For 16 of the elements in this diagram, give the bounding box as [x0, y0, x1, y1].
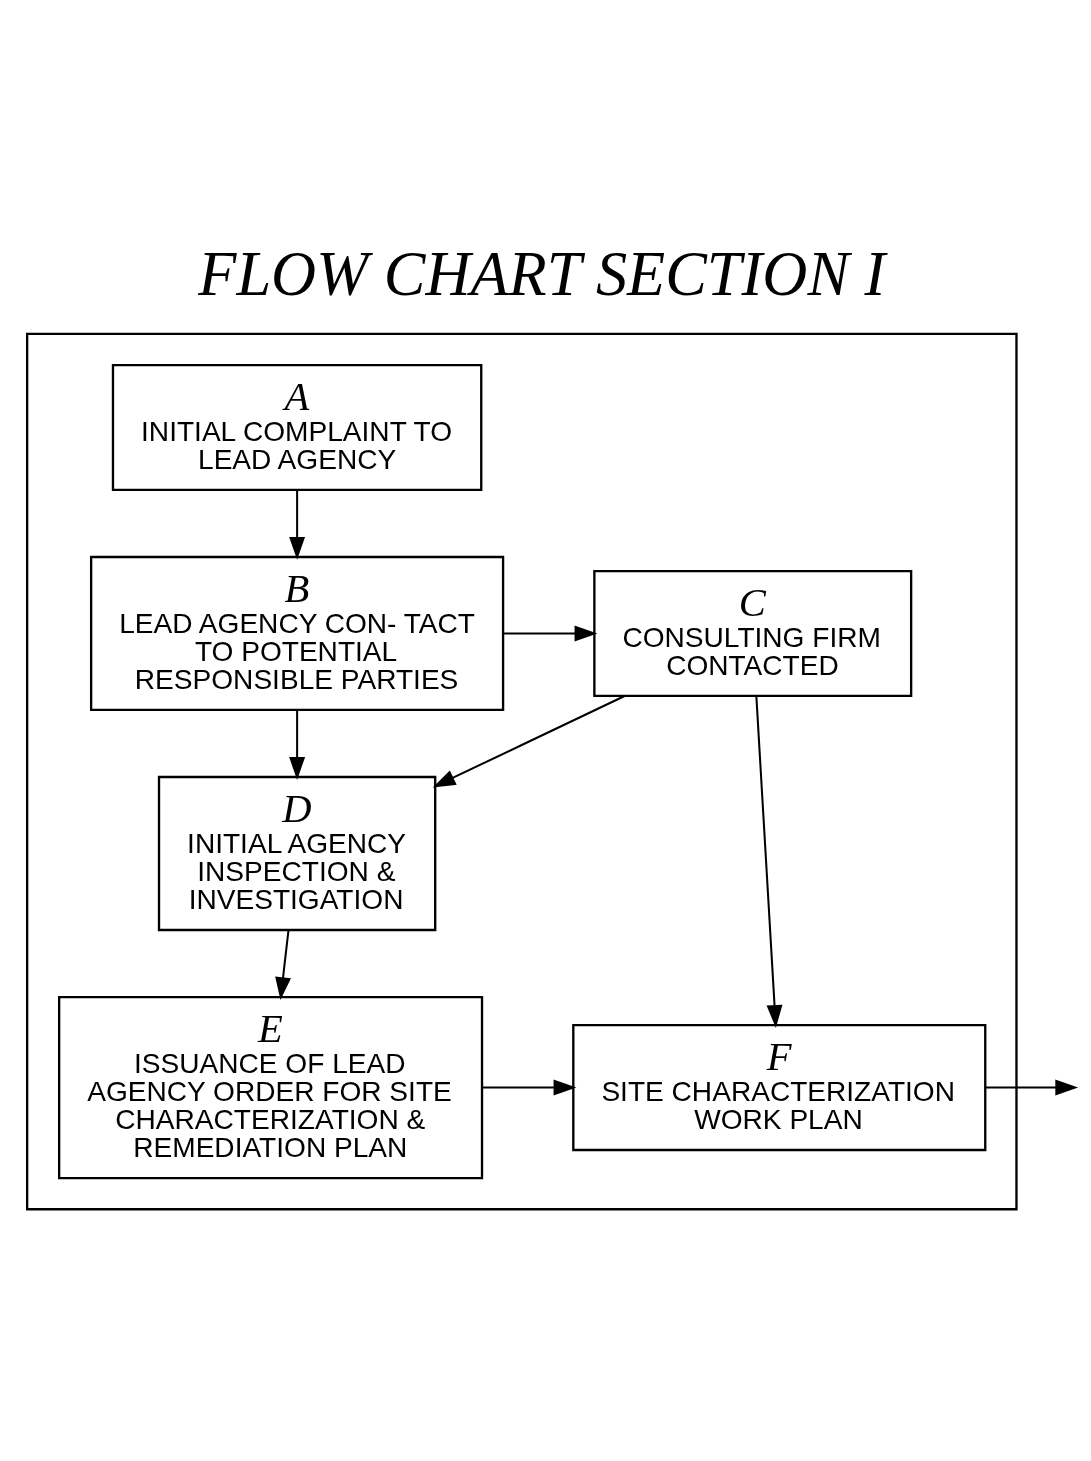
- arrow: [432, 694, 626, 787]
- diagram-title: FLOW CHART SECTION I: [198, 238, 886, 308]
- arrow: [482, 1079, 577, 1096]
- node-box: E ISSUANCE OF LEAD AGENCY ORDER FOR SITE CHARACTERIZATION & REMEDIATION PLAN: [57, 995, 484, 1179]
- node-box: D INITIAL AGENCY INSPECTION & INVESTIGATION: [157, 775, 437, 931]
- arrow: [289, 709, 306, 780]
- arrow: [985, 1079, 1079, 1096]
- node-box: C CONSULTING FIRM CONTACTED: [593, 569, 913, 697]
- arrow: [275, 929, 291, 1000]
- arrow: [503, 625, 598, 641]
- cluster: [25, 332, 1018, 1210]
- arrow: [289, 489, 306, 560]
- node-box: A INITIAL COMPLAINT TO LEAD AGENCY: [111, 363, 483, 491]
- node-box: F SITE CHARACTERIZATION WORK PLAN: [572, 1023, 987, 1151]
- node-box: B LEAD AGENCY CON- TACT TO POTENTIAL RESPONSIBLE PARTIES: [89, 555, 505, 711]
- arrow: [755, 695, 783, 1028]
